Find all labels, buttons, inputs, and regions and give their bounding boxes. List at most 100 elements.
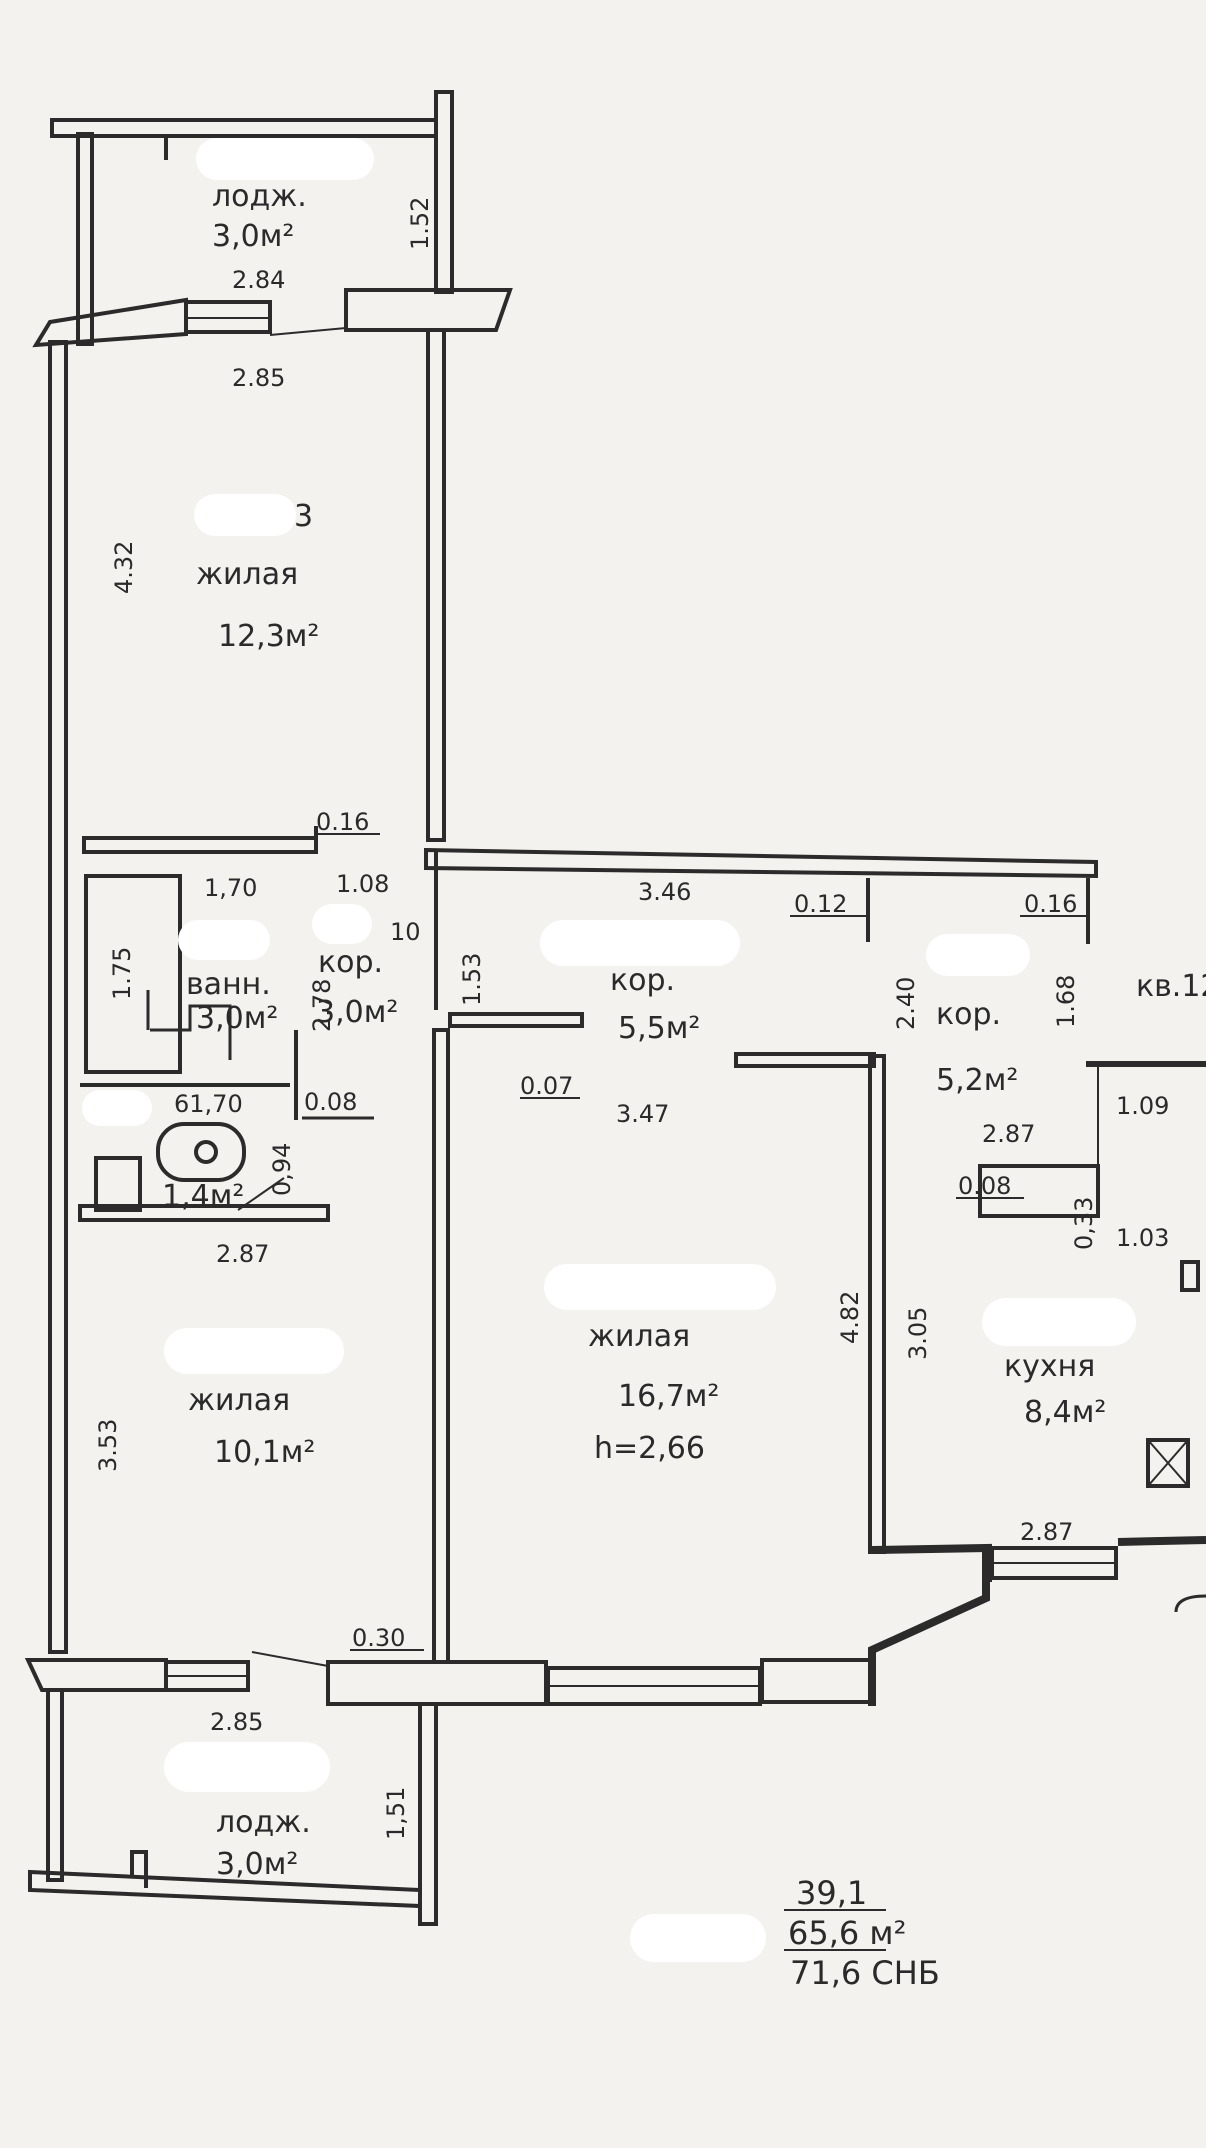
redaction-6 <box>926 934 1030 976</box>
redaction-5 <box>540 920 740 966</box>
corridor-right-name: кор. <box>936 997 1001 1032</box>
door-swing-top <box>269 327 347 336</box>
wall-bottom-right <box>760 1658 874 1704</box>
bath-name: ванн. <box>186 967 271 1002</box>
corridor-small-name: кор. <box>318 945 383 980</box>
living-left-name: жилая <box>188 1383 290 1418</box>
loggia-top-name: лодж. <box>212 179 307 214</box>
dim-wall-016-a: 0.16 <box>316 808 369 836</box>
outer-wall-kitchen-right <box>1117 1536 1206 1546</box>
dim-loggia-top-depth: 1.52 <box>406 197 434 250</box>
dimension-labels: 1.52 2.84 2.85 4.32 0.16 1,70 1.08 10 1.… <box>94 197 1169 1840</box>
dim-main-width: 3.47 <box>616 1100 669 1128</box>
dim-loggia-top-width: 2.84 <box>232 266 285 294</box>
dim-kitchen-1-03: 1.03 <box>1116 1224 1169 1252</box>
room-labels: лодж. 3,0м² 3 жилая 12,3м² ванн. 3,0м² к… <box>162 179 1206 1882</box>
dim-kitchen-length: 3.05 <box>904 1307 932 1360</box>
redaction-4 <box>312 904 372 944</box>
redaction-9 <box>164 1328 344 1374</box>
dim-wall-030: 0.30 <box>352 1624 405 1652</box>
dim-corr-width: 1.08 <box>336 870 389 898</box>
wc-bowl <box>156 1122 246 1182</box>
dim-corr-tail: 10 <box>390 918 421 946</box>
wall-center-top <box>424 847 1098 879</box>
dim-main-width-top: 3.46 <box>638 878 691 906</box>
redaction-12 <box>630 1914 766 1962</box>
kitchen-stove-cross-b <box>1147 1439 1189 1487</box>
dim-wall-012: 0.12 <box>794 890 847 918</box>
dim-main-length: 4.82 <box>836 1291 864 1344</box>
corridor-small-area: 3,0м² <box>316 995 398 1030</box>
area-totals: 39,1 65,6 м² 71,6 СНБ <box>788 1874 940 1992</box>
wall-corridor-center-right <box>734 1052 876 1068</box>
loggia-bottom-left-post <box>46 1688 64 1882</box>
total-area: 65,6 м² <box>788 1914 906 1952</box>
wc-area: 1,4м² <box>162 1179 244 1214</box>
apartment-label: кв.12 <box>1136 969 1206 1004</box>
living-main-name: жилая <box>588 1319 690 1354</box>
dim-kitchen-033: 0,33 <box>1070 1197 1098 1250</box>
total-snb: 71,6 СНБ <box>790 1954 940 1992</box>
corridor-right-area: 5,2м² <box>936 1063 1018 1098</box>
dim-wc-width: 61,70 <box>174 1090 243 1118</box>
total-living: 39,1 <box>796 1874 867 1912</box>
loggia-top-wall-right <box>344 288 513 332</box>
dim-living-left-width: 2.87 <box>216 1240 269 1268</box>
living-top-area: 12,3м² <box>218 619 319 654</box>
corridor-center-name: кор. <box>610 963 675 998</box>
dim-wall-008-a: 0.08 <box>304 1088 357 1116</box>
kitchen-bay-curve <box>1174 1594 1206 1613</box>
living-main-area: 16,7м² <box>618 1379 719 1414</box>
dim-corr-depth: 1.53 <box>458 953 486 1006</box>
dim-wall-016-b: 0.16 <box>1024 890 1077 918</box>
wall-007 <box>448 1012 584 1028</box>
door-swing-bottom <box>251 1651 329 1667</box>
dim-kitchen-1-09: 1.09 <box>1116 1092 1169 1120</box>
corridor-center-area: 5,5м² <box>618 1011 700 1046</box>
dim-kitchen-width-top: 2.87 <box>982 1120 1035 1148</box>
dim-bath-width: 1,70 <box>204 874 257 902</box>
loggia-bottom-stub <box>130 1850 148 1888</box>
dim-living-left-length: 3.53 <box>94 1419 122 1472</box>
redaction-8 <box>544 1264 776 1310</box>
living-top-tail: 3 <box>294 499 313 534</box>
bath-box <box>84 874 182 1074</box>
living-top-name: жилая <box>196 557 298 592</box>
loggia-top-left-post <box>76 132 94 346</box>
dim-living-top-length: 4.32 <box>110 541 138 594</box>
dim-wall-007: 0.07 <box>520 1072 573 1100</box>
bath-area: 3,0м² <box>196 1001 278 1036</box>
dim-bath-length: 1.75 <box>108 947 136 1000</box>
dim-wall-008-b: 0.08 <box>958 1172 1011 1200</box>
kitchen-area: 8,4м² <box>1024 1395 1106 1430</box>
bath-step <box>150 1004 232 1060</box>
wall-living-top-right <box>426 328 446 842</box>
walls <box>24 90 1206 1951</box>
kitchen-stove <box>1146 1438 1190 1488</box>
dim-wc-depth: 0,94 <box>268 1143 296 1196</box>
loggia-bottom-name: лодж. <box>216 1805 311 1840</box>
redaction-1 <box>196 138 374 180</box>
redaction-3 <box>178 920 270 960</box>
loggia-bottom-area: 3,0м² <box>216 1847 298 1882</box>
wall-above-living-left <box>78 1204 330 1222</box>
wc-bowl-hole <box>194 1140 218 1164</box>
dim-corr-length: 2.78 <box>308 979 336 1032</box>
wc-tank <box>94 1156 142 1212</box>
dim-loggia-bottom-depth: 1,51 <box>382 1787 410 1840</box>
dim-kitchen-width-bottom: 2.87 <box>1020 1518 1073 1546</box>
living-left-area: 10,1м² <box>214 1435 315 1470</box>
loggia-top-area: 3,0м² <box>212 219 294 254</box>
redaction-11 <box>164 1742 330 1792</box>
outer-wall-left <box>48 340 68 1654</box>
loggia-bottom-right-wall <box>418 1702 438 1926</box>
dim-living-top-width: 2.85 <box>232 364 285 392</box>
redaction-2 <box>194 494 296 536</box>
dim-corr-right-width: 1.68 <box>1052 975 1080 1028</box>
dim-loggia-bottom-width: 2.85 <box>210 1708 263 1736</box>
redaction-7 <box>82 1090 152 1126</box>
dim-corr-right-len: 2.40 <box>892 977 920 1030</box>
loggia-bottom-rail <box>28 1869 422 1909</box>
kitchen-name: кухня <box>1004 1349 1095 1384</box>
